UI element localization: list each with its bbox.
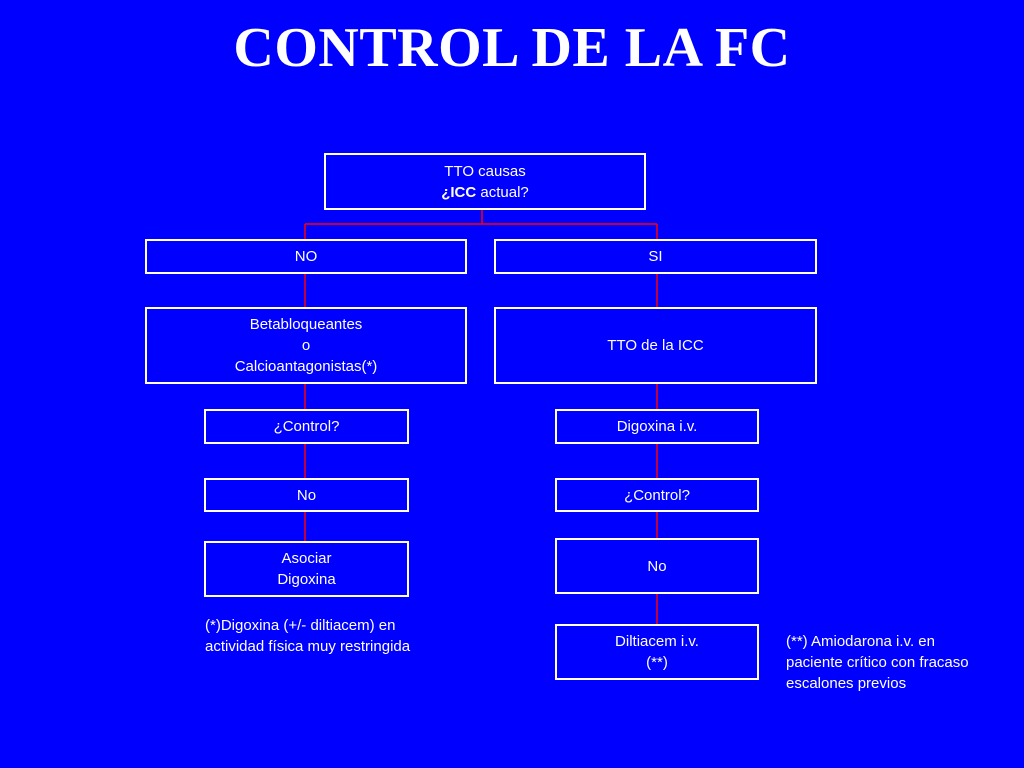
root-icc-bold: ¿ICC — [441, 183, 477, 201]
branch-no-label: NO — [294, 248, 318, 265]
asociar-line2: Digoxina — [277, 571, 336, 588]
footnote-left: (*)Digoxina (+/- diltiacem) en actividad… — [205, 615, 465, 657]
page-title: CONTROL DE LA FC — [233, 17, 791, 79]
control-right-label: ¿Control? — [624, 486, 690, 504]
footnote-right-line2: paciente crítico con fracaso — [786, 654, 969, 671]
no-left-node: No — [204, 478, 409, 512]
footnote-left-line2: actividad física muy restringida — [205, 638, 411, 655]
control-right-node: ¿Control? — [555, 478, 759, 512]
branch-no-node: NO — [145, 239, 467, 274]
diltiacem-node: Diltiacem i.v. (**) — [555, 624, 759, 680]
footnote-right-line1: (**) Amiodarona i.v. en — [786, 633, 935, 650]
betabloq-line2: o — [301, 337, 311, 354]
branch-si-node: SI — [494, 239, 817, 274]
digoxina-iv-label: Digoxina i.v. — [616, 418, 698, 435]
no-right-label: No — [647, 557, 667, 575]
footnote-left-line1: (*)Digoxina (+/- diltiacem) en — [205, 617, 396, 634]
diltiacem-line1: Diltiacem i.v. — [615, 633, 699, 650]
tto-icc-node: TTO de la ICC — [494, 307, 817, 384]
asociar-line1: Asociar — [281, 550, 332, 567]
betabloq-line3: Calcioantagonistas(*) — [234, 358, 378, 375]
no-right-node: No — [555, 538, 759, 594]
control-left-node: ¿Control? — [204, 409, 409, 444]
control-left-label: ¿Control? — [273, 418, 340, 435]
root-line1: TTO causas — [444, 162, 526, 180]
root-node: TTO causas ¿ICC actual? — [324, 153, 646, 210]
digoxina-iv-node: Digoxina i.v. — [555, 409, 759, 444]
footnote-right: (**) Amiodarona i.v. en paciente crítico… — [786, 631, 1011, 694]
asociar-digoxina-node: Asociar Digoxina — [204, 541, 409, 597]
branch-si-label: SI — [648, 248, 663, 265]
no-left-label: No — [296, 486, 317, 504]
betabloq-line1: Betabloqueantes — [249, 316, 363, 333]
tto-icc-label: TTO de la ICC — [607, 337, 704, 354]
betabloqueantes-node: Betabloqueantes o Calcioantagonistas(*) — [145, 307, 467, 384]
footnote-right-line3: escalones previos — [786, 675, 907, 692]
root-line2-rest: actual? — [476, 183, 529, 201]
diltiacem-line2: (**) — [646, 654, 668, 671]
